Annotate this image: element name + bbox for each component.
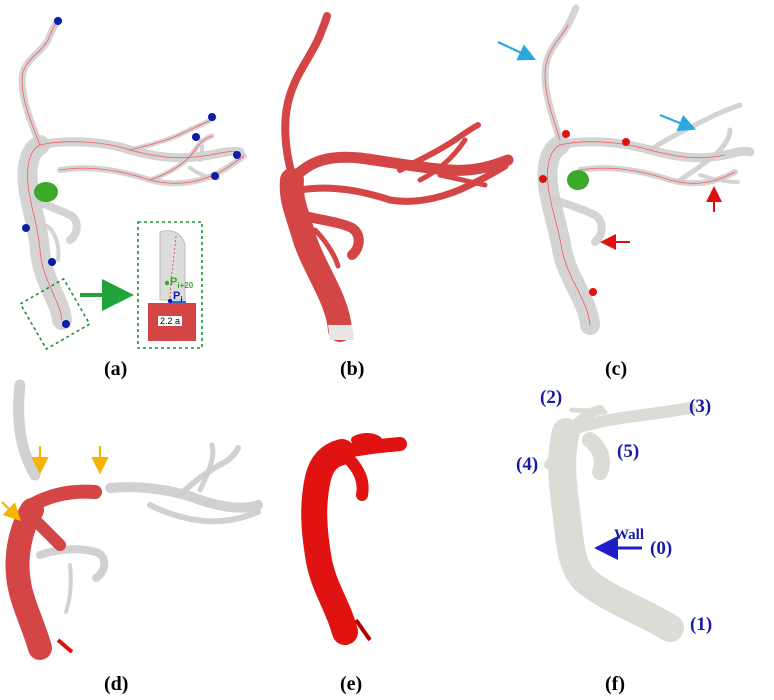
panel-label-b: (b) (340, 358, 365, 380)
panel-b-segmented-vessel (279, 12, 514, 342)
region-label-1: (1) (690, 614, 713, 635)
inset-point-top: Pi+20 (170, 276, 193, 290)
panel-label-d: (d) (104, 673, 129, 695)
panel-a-vessel-tree (17, 16, 247, 330)
region-label-4: (4) (516, 454, 539, 475)
panel-label-f: (f) (605, 673, 625, 695)
panel-a-inset (137, 221, 203, 349)
inset-point-bottom: Pi (173, 290, 183, 304)
panel-c-arrows (497, 41, 722, 250)
panel-d-inlet-edge (56, 638, 74, 654)
region-label-3: (3) (689, 396, 712, 417)
panel-e-final-model (301, 433, 407, 645)
panel-label-e: (e) (340, 673, 363, 695)
panel-f-region-model (544, 402, 696, 642)
wall-label: Wall (614, 527, 645, 543)
panel-label-a: (a) (104, 358, 128, 380)
panel-b-inlet-cap (328, 325, 354, 340)
inset-point-bottom-letter: P (173, 290, 181, 302)
panel-c-vessel-tree (537, 4, 755, 335)
panel-a-outlet-markers (22, 17, 241, 328)
panel-d-vessels (5, 379, 263, 660)
panel-a-aneurysm (34, 182, 58, 202)
panel-label-c: (c) (605, 358, 628, 380)
panel-d-cut-arrows (1, 446, 109, 522)
region-label-5: (5) (617, 441, 640, 462)
panel-e-inlet-cap (354, 618, 372, 642)
inset-point-top-letter: P (170, 276, 178, 288)
panel-c-aneurysm (567, 170, 589, 190)
panel-a-inlet-selection-box (19, 277, 91, 351)
inset-point-bottom-sub: i (180, 295, 183, 305)
region-label-0: (0) (650, 538, 673, 559)
inset-width-label: 2.2 a (158, 316, 183, 326)
inset-point-top-sub: i+20 (177, 281, 194, 291)
panel-c-bifurcation-markers (539, 130, 630, 296)
region-label-2: (2) (540, 387, 563, 408)
